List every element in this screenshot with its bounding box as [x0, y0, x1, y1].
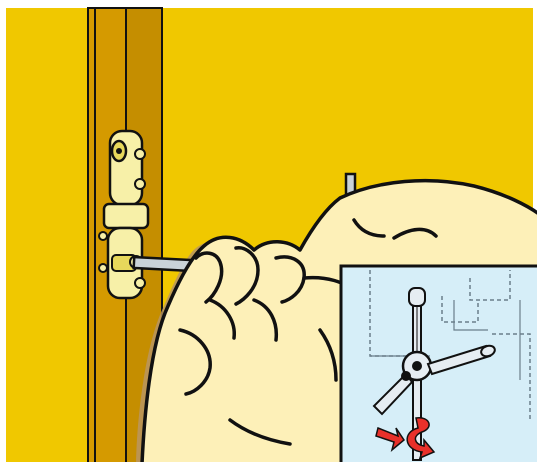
inset-detail-panel [341, 266, 539, 464]
